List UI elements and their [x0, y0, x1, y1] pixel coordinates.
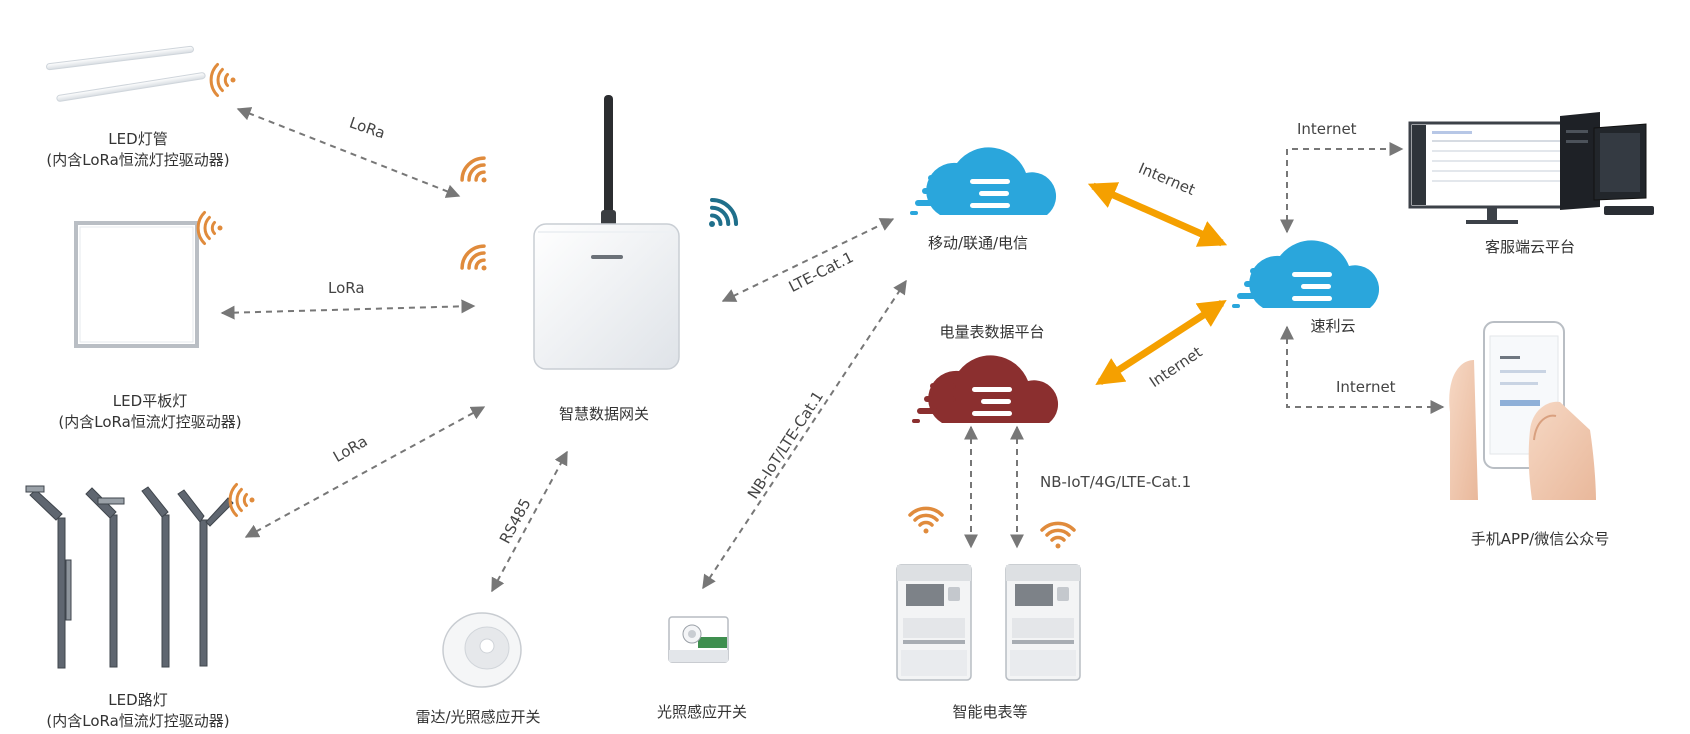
service-platform-image — [1408, 112, 1654, 224]
arrow-carrier-suli — [1087, 182, 1228, 247]
wifi-icons-orange — [196, 63, 1076, 549]
light-switch-label: 光照感应开关 — [656, 703, 748, 721]
wifi-icon — [908, 506, 944, 534]
dashed-links — [220, 107, 1445, 593]
edge-label-internet-app: Internet — [1336, 378, 1396, 396]
link-radar-gateway — [491, 450, 568, 593]
link-cloud-app — [1280, 325, 1445, 414]
link-gateway-carrier — [721, 218, 895, 302]
smart-meter-image — [896, 564, 1081, 681]
radar-sensor-image — [442, 612, 522, 688]
gateway-label: 智慧数据网关 — [558, 405, 650, 423]
suli-cloud-icon — [1232, 240, 1380, 308]
mobile-app-label: 手机APP/微信公众号 — [1470, 530, 1610, 548]
meter-platform-cloud-icon — [912, 355, 1059, 423]
internet-arrows — [1087, 182, 1228, 386]
led-street-light-image — [25, 485, 234, 669]
wifi-icon — [460, 156, 487, 183]
suli-cloud-label: 速利云 — [1310, 317, 1356, 335]
led-panel-name: LED平板灯 — [112, 392, 188, 410]
link-switch-carrier — [702, 279, 907, 590]
link-panel-gateway — [220, 299, 476, 320]
gateway-device-image — [533, 95, 680, 370]
meter-platform-label: 电量表数据平台 — [939, 323, 1045, 341]
led-panel-label: LED平板灯 (内含LoRa恒流灯控驱动器) — [58, 390, 241, 432]
mobile-app-image — [1449, 321, 1596, 500]
wifi-icon — [709, 197, 739, 227]
link-tube-gateway — [236, 107, 461, 198]
led-panel-image — [74, 221, 199, 348]
wifi-icon — [228, 483, 255, 517]
led-tube-image — [46, 45, 206, 102]
carrier-cloud-label: 移动/联通/电信 — [927, 234, 1029, 252]
edge-label-internet-service: Internet — [1297, 120, 1357, 138]
wifi-icon — [460, 244, 487, 271]
link-cloud-service — [1280, 142, 1404, 234]
wifi-icon — [209, 63, 236, 97]
led-street-name: LED路灯 — [108, 691, 168, 709]
led-tube-name: LED灯管 — [108, 130, 168, 148]
carrier-cloud-icon — [910, 147, 1057, 215]
light-switch-image — [668, 616, 729, 663]
edge-label-lora-panel: LoRa — [328, 279, 365, 297]
led-street-sub: (内含LoRa恒流灯控驱动器) — [46, 712, 230, 730]
led-street-label: LED路灯 (内含LoRa恒流灯控驱动器) — [46, 689, 229, 731]
link-street-gateway — [244, 406, 486, 538]
led-tube-sub: (内含LoRa恒流灯控驱动器) — [46, 151, 230, 169]
edge-label-nb-meter: NB-IoT/4G/LTE-Cat.1 — [1040, 473, 1192, 491]
radar-label: 雷达/光照感应开关 — [415, 708, 541, 726]
led-panel-sub: (内含LoRa恒流灯控驱动器) — [58, 413, 242, 431]
led-tube-label: LED灯管 (内含LoRa恒流灯控驱动器) — [46, 128, 229, 170]
wifi-icon — [1040, 521, 1076, 549]
arrow-meter-suli — [1095, 299, 1227, 386]
service-platform-label: 客服端云平台 — [1484, 238, 1576, 256]
smart-meter-label: 智能电表等 — [952, 703, 1028, 721]
wifi-icon — [196, 211, 223, 245]
